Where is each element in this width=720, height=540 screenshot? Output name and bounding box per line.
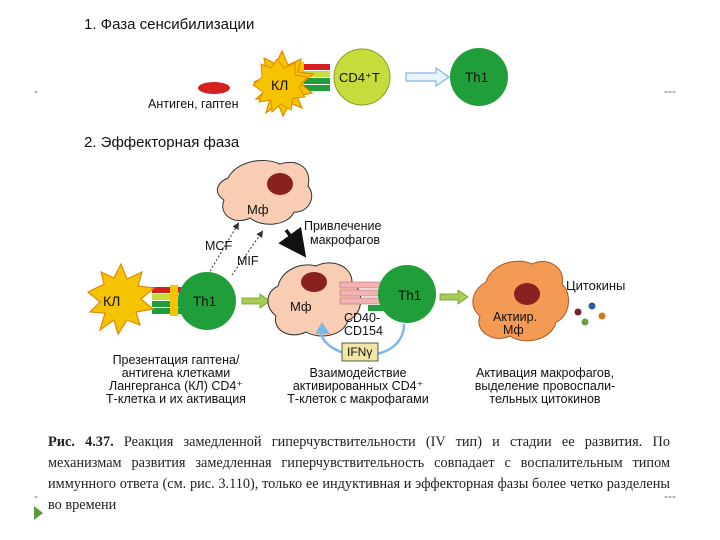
antigen-shape — [198, 82, 230, 94]
caption-mid-3: Т-клеток с макрофагами — [287, 392, 428, 406]
caption-right-3: тельных цитокинов — [489, 392, 601, 406]
caption-right: Активация макрофагов, выделение провоспа… — [475, 366, 616, 406]
mcf-label: MCF — [205, 239, 232, 253]
cytokine-dot — [588, 302, 596, 310]
attract-label-2: макрофагов — [310, 233, 380, 247]
active-mf-label-1: Актиир. — [493, 310, 537, 324]
langerhans-cell-1 — [252, 49, 315, 118]
cd4-cell — [333, 48, 391, 106]
cd4-label: CD4⁺T — [339, 70, 380, 85]
th1-label-2: Th1 — [193, 294, 216, 309]
slide-dash-right-2: --- — [664, 489, 676, 503]
macrophage-mid — [267, 262, 362, 337]
ifn-arrowhead — [315, 322, 330, 334]
green-arrow-2 — [439, 289, 469, 305]
phase2-title: 2. Эффекторная фаза — [84, 134, 240, 151]
th1-label-1: Th1 — [465, 70, 488, 85]
caption-left-4: Т-клетка и их активация — [106, 392, 246, 406]
cytokines-label: Цитокины — [566, 278, 625, 293]
mf-top-label: Мф — [247, 202, 269, 217]
caption-right-2: выделение провоспали- — [475, 379, 616, 393]
figure-caption: Рис. 4.37. Реакция замедленной гиперчувс… — [48, 432, 670, 516]
figure-text: Реакция замедленной гиперчувствительност… — [48, 434, 670, 513]
th1-label-3: Th1 — [398, 288, 421, 303]
slide-dash-left: - — [34, 84, 38, 98]
mif-arrow — [231, 230, 264, 276]
bullet-arrow-icon — [34, 506, 43, 520]
attract-label-1: Привлечение — [304, 219, 381, 233]
th1-cell-1 — [450, 48, 508, 106]
kl-label-2: КЛ — [103, 293, 120, 309]
mif-label: MIF — [237, 254, 259, 268]
caption-left-2: антигена клетками — [122, 366, 231, 380]
phase1-title: 1. Фаза сенсибилизации — [84, 16, 254, 33]
caption-left-1: Презентация гаптена/ — [113, 353, 240, 367]
mcf-arrow — [205, 222, 240, 279]
ifn-box — [341, 342, 379, 362]
ivth-type-diagram: 1. Фаза сенсибилизации Антиген, гаптен К… — [84, 16, 625, 406]
caption-right-1: Активация макрофагов, — [476, 366, 614, 380]
cytokine-dot — [581, 318, 589, 326]
antigen-label: Антиген, гаптен — [148, 97, 239, 111]
cd40-label-1: CD40- — [344, 311, 380, 325]
cytokine-dot — [598, 312, 606, 320]
cd40-label-2: CD154 — [344, 324, 383, 338]
attract-arrow — [278, 226, 307, 258]
mf-mid-label: Мф — [290, 299, 312, 314]
caption-mid: Взаимодействие активированных CD4⁺ Т-кле… — [287, 366, 428, 406]
caption-left: Презентация гаптена/ антигена клетками Л… — [106, 353, 246, 406]
macrophage-top — [216, 160, 313, 225]
phase1-arrow — [405, 66, 451, 88]
activated-macrophage — [472, 260, 570, 342]
kl-label-1: КЛ — [271, 77, 288, 93]
cytokine-dot — [574, 308, 582, 316]
green-arrow-1 — [241, 293, 271, 309]
ifn-loop-arrow — [320, 323, 406, 357]
caption-mid-2: активированных CD4⁺ — [293, 379, 423, 393]
active-mf-label-2: Мф — [503, 323, 524, 337]
th1-cell-3 — [378, 265, 436, 323]
receptor-connector-2 — [152, 285, 198, 316]
slide-dash-left-2: - — [34, 489, 38, 503]
th1-cell-2 — [178, 272, 236, 330]
langerhans-cell-2 — [86, 262, 156, 336]
caption-left-3: Лангерганса (КЛ) CD4⁺ — [109, 379, 243, 393]
figure-number: Рис. 4.37. — [48, 434, 114, 450]
slide-dash-right: --- — [664, 84, 676, 98]
cytokine-dots — [574, 302, 606, 326]
ifn-label: IFNγ — [347, 345, 372, 359]
caption-mid-1: Взаимодействие — [309, 366, 406, 380]
